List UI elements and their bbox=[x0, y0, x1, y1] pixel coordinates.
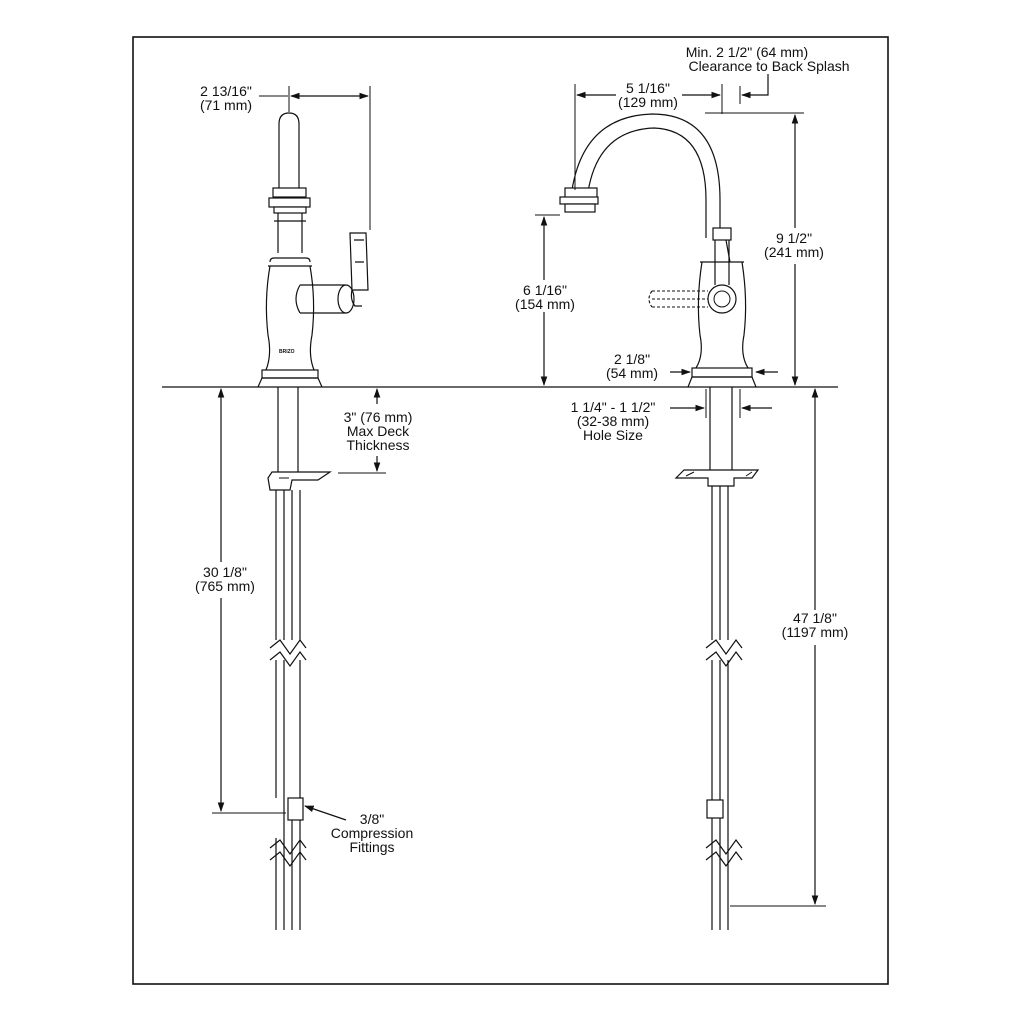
dim-top-width-line1: 2 13/16" bbox=[200, 83, 252, 99]
dim-top-width-line2: (71 mm) bbox=[200, 97, 252, 113]
dim-hose-line1: 47 1/8" bbox=[793, 610, 837, 626]
dim-backsplash-line2: Clearance to Back Splash bbox=[688, 58, 849, 74]
faucet-front-view bbox=[559, 113, 760, 930]
dim-deck-line3: Thickness bbox=[346, 437, 409, 453]
dim-spout-reach-line1: 5 1/16" bbox=[626, 80, 670, 96]
dimension-lines bbox=[212, 74, 826, 907]
dim-overall-height-line2: (241 mm) bbox=[764, 244, 824, 260]
dim-spout-height-line1: 6 1/16" bbox=[523, 282, 567, 298]
dim-supply-line1: 30 1/8" bbox=[203, 564, 247, 580]
dim-supply-line2: (765 mm) bbox=[195, 578, 255, 594]
lever-swing-outline bbox=[648, 290, 708, 308]
dim-hose-line2: (1197 mm) bbox=[782, 624, 849, 640]
dim-fittings-line3: Fittings bbox=[349, 839, 394, 855]
dim-hole-size-line2: (32-38 mm) bbox=[577, 413, 649, 429]
dim-backsplash-line1: Min. 2 1/2" (64 mm) bbox=[686, 44, 808, 60]
dim-hole-size-line3: Hole Size bbox=[583, 427, 643, 443]
dim-fittings-line2: Compression bbox=[331, 825, 413, 841]
drawing-frame bbox=[132, 36, 889, 985]
dim-spout-height-line2: (154 mm) bbox=[515, 296, 575, 312]
dim-fittings-line1: 3/8" bbox=[360, 811, 384, 827]
dim-deck-line1: 3" (76 mm) bbox=[344, 409, 413, 425]
faucet-side-view: BRIZO bbox=[257, 112, 369, 930]
dim-overall-height-line1: 9 1/2" bbox=[776, 230, 812, 246]
brand-mark: BRIZO bbox=[279, 349, 295, 355]
dim-base-line1: 2 1/8" bbox=[614, 351, 650, 367]
dim-deck-line2: Max Deck bbox=[347, 423, 410, 439]
dim-spout-reach-line2: (129 mm) bbox=[618, 94, 678, 110]
dim-hole-size-line1: 1 1/4" - 1 1/2" bbox=[571, 399, 656, 415]
dim-base-line2: (54 mm) bbox=[606, 365, 658, 381]
dimension-labels: 2 13/16" (71 mm) 5 1/16" (129 mm) Min. 2… bbox=[195, 44, 850, 855]
